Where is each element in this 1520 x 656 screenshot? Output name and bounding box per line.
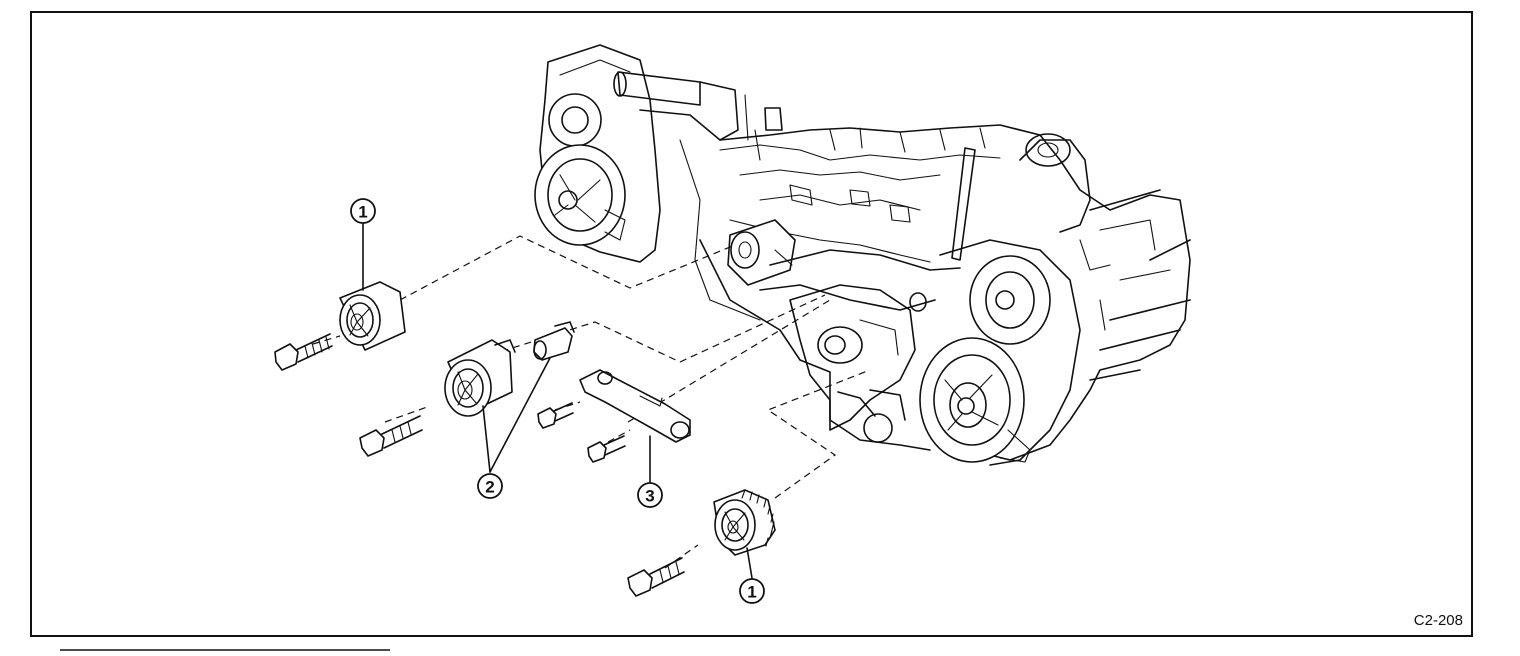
bolt-icon: [627, 557, 685, 597]
assembly-leader-lines: [312, 235, 871, 569]
svg-text:3: 3: [645, 487, 654, 506]
bolt-icon: [587, 435, 626, 463]
bolt-icon: [274, 333, 333, 371]
bolt-icon: [359, 415, 423, 457]
svg-text:1: 1: [358, 203, 367, 222]
svg-text:1: 1: [747, 583, 756, 602]
tensioner-stud-icon: [533, 321, 575, 361]
callout-leaders: [362, 223, 753, 579]
figure-id-label: C2-208: [1414, 612, 1463, 629]
idler-pulley-icon: [339, 281, 406, 351]
bolt-icon: [537, 402, 574, 429]
callout-3: 3: [637, 482, 663, 508]
tensioner-pulley-icon: [444, 339, 516, 417]
sprocket-icon: [713, 489, 776, 556]
engine-block-icon: [534, 44, 1191, 466]
figure-frame: [30, 11, 1473, 637]
svg-text:2: 2: [485, 478, 494, 497]
bracket-icon: [579, 369, 691, 443]
callout-1-top: 1: [350, 198, 376, 224]
callout-1-bottom: 1: [739, 578, 765, 604]
callout-2: 2: [477, 473, 503, 499]
